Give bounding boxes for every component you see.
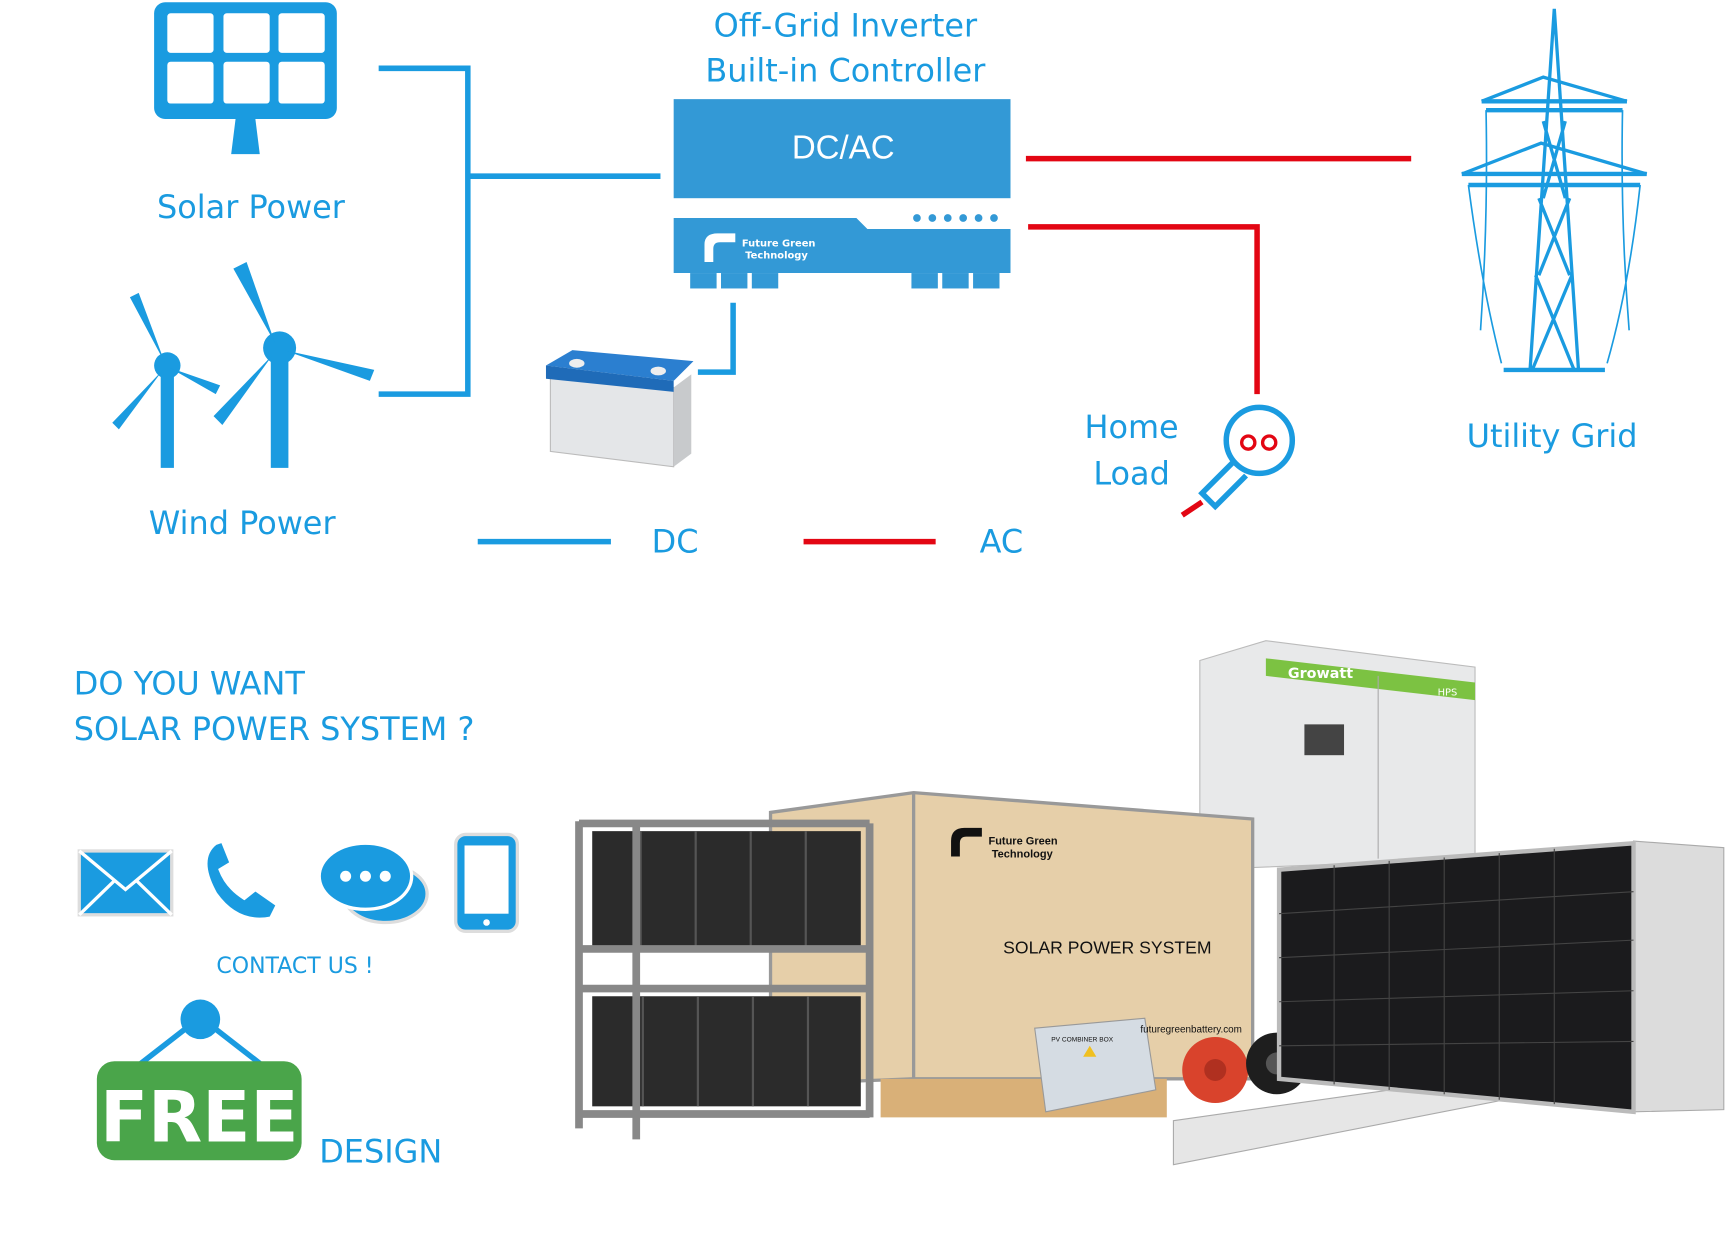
legend: DC AC: [477, 523, 1024, 561]
inverter-brand-line1: Future Green: [742, 239, 816, 250]
battery-icon: [545, 350, 694, 468]
question-line1: DO YOU WANT: [74, 665, 306, 703]
product-bundle-illustration: Growatt HPS Future Green Technology SOLA…: [575, 640, 1725, 1166]
solar-panel-product: [1276, 840, 1725, 1115]
wind-power-label: Wind Power: [149, 504, 337, 542]
box-url: futuregreenbattery.com: [1140, 1025, 1242, 1036]
solar-panel-icon: [154, 2, 337, 155]
legend-dc-label: DC: [652, 523, 699, 561]
design-label: DESIGN: [319, 1132, 442, 1170]
inverter-label: DC/AC: [792, 129, 895, 166]
inverter-title-line1: Off-Grid Inverter: [714, 6, 978, 44]
cabinet-model: HPS: [1438, 688, 1458, 699]
free-badge-text: FREE: [100, 1077, 299, 1159]
box-brand-line1: Future Green: [988, 835, 1057, 847]
box-title: SOLAR POWER SYSTEM: [1003, 937, 1211, 957]
plug-icon: [1180, 404, 1296, 518]
question-line2: SOLAR POWER SYSTEM ?: [74, 710, 475, 748]
combiner-box: PV COMBINER BOX: [1034, 1017, 1157, 1113]
wind-turbine-icon: [112, 262, 375, 468]
inverter-brand-line2: Technology: [745, 251, 808, 262]
home-load-line2: Load: [1093, 454, 1170, 492]
box-brand-line2: Technology: [992, 849, 1054, 861]
mobile-icon[interactable]: [454, 832, 520, 933]
mail-icon[interactable]: [77, 849, 174, 917]
dc-wiring: [378, 65, 736, 397]
combiner-label: PV COMBINER BOX: [1051, 1036, 1114, 1043]
inverter-title-line2: Built-in Controller: [705, 52, 986, 90]
phone-icon[interactable]: [204, 838, 280, 921]
brand-logo-icon: [704, 233, 736, 263]
solar-power-label: Solar Power: [157, 188, 346, 226]
cabinet-brand: Growatt: [1288, 666, 1353, 682]
free-badge: FREE: [96, 999, 302, 1161]
inverter-icon: DC/AC Future Green Technology: [673, 99, 1011, 289]
utility-grid-label: Utility Grid: [1467, 417, 1638, 455]
inverter-cabinet: Growatt HPS: [1199, 640, 1476, 871]
legend-ac-label: AC: [980, 523, 1024, 561]
transmission-tower-icon: [1461, 8, 1648, 373]
home-load-line1: Home: [1084, 408, 1178, 446]
ac-wiring: [1025, 155, 1412, 395]
battery-rack: [575, 819, 874, 1140]
contact-us-label[interactable]: CONTACT US !: [216, 954, 373, 979]
chat-icon[interactable]: [317, 841, 429, 925]
